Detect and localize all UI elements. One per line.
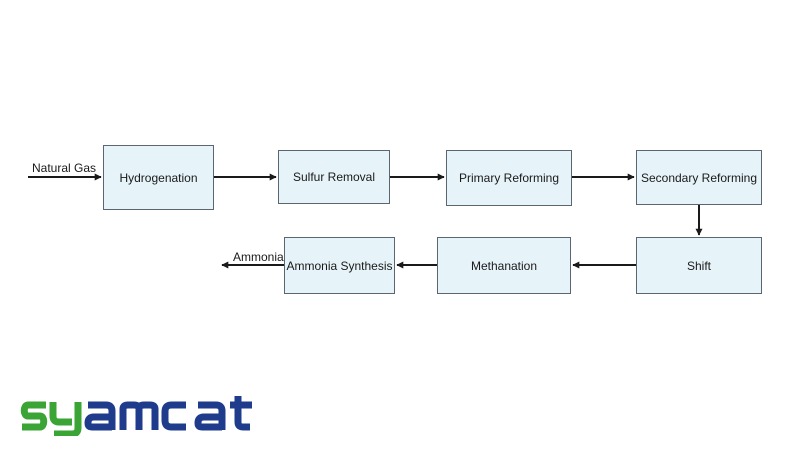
syamcat-logo — [20, 396, 252, 436]
step-sulfur-removal: Sulfur Removal — [278, 150, 390, 204]
step-secondary-reforming: Secondary Reforming — [636, 150, 762, 205]
step-shift: Shift — [636, 237, 762, 294]
input-label-natural-gas: Natural Gas — [32, 161, 97, 175]
output-label-ammonia: Ammonia — [233, 250, 284, 264]
step-ammonia-synthesis: Ammonia Synthesis — [284, 237, 395, 294]
step-hydrogenation: Hydrogenation — [103, 145, 214, 210]
step-methanation: Methanation — [437, 237, 571, 294]
step-primary-reforming: Primary Reforming — [446, 150, 572, 206]
